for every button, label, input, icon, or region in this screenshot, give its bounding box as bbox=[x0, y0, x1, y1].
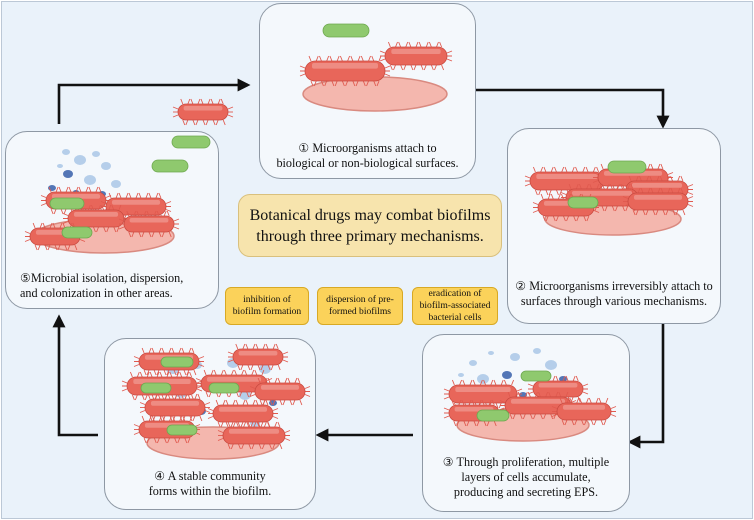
eps-particle bbox=[545, 360, 557, 370]
red-bacterium bbox=[551, 397, 617, 426]
stage-4-caption: ④ A stable community forms within the bi… bbox=[148, 469, 272, 498]
eps-particle bbox=[559, 376, 567, 382]
green-bacterium bbox=[322, 23, 370, 38]
green-bacterium bbox=[607, 160, 647, 174]
eps-particle bbox=[488, 351, 494, 355]
eps-particle bbox=[239, 390, 251, 400]
eps-particle bbox=[92, 151, 100, 157]
arrow-4-to-5 bbox=[52, 314, 98, 437]
stage-4-illustration bbox=[121, 343, 311, 460]
mechanism-eradication: eradication of biofilm-associated bacter… bbox=[412, 287, 498, 325]
stage-1-panel: ① Microorganisms attach to biological or… bbox=[259, 3, 476, 179]
stage-3-illustration bbox=[443, 348, 617, 442]
eps-particle bbox=[111, 180, 121, 188]
red-bacterium bbox=[249, 377, 311, 406]
stage-2-panel: ② Microorganisms irreversibly attach to … bbox=[507, 128, 721, 324]
eps-particle bbox=[63, 170, 73, 178]
stage-5-caption: ⑤Microbial isolation, dispersion, and co… bbox=[20, 271, 184, 300]
eps-particle bbox=[519, 392, 527, 398]
stage-3-caption: ③ Through proliferation, multiple layers… bbox=[442, 455, 610, 499]
eps-particles bbox=[458, 348, 567, 398]
bacteria bbox=[121, 343, 311, 450]
green-bacterium bbox=[160, 356, 194, 368]
red-bacterium bbox=[299, 55, 391, 87]
stage-3-panel: ③ Through proliferation, multiple layers… bbox=[422, 334, 630, 512]
red-bacterium bbox=[217, 421, 291, 450]
bacteria bbox=[524, 160, 694, 222]
summary-title: Botanical drugs may combat biofilms thro… bbox=[238, 194, 502, 257]
eps-particle bbox=[477, 374, 489, 384]
arrow-1-to-2 bbox=[476, 88, 670, 129]
red-bacterium bbox=[227, 343, 289, 371]
bacteria bbox=[299, 23, 453, 87]
stage-1-caption: ① Microorganisms attach to biological or… bbox=[276, 141, 459, 170]
green-bacterium bbox=[61, 226, 93, 239]
red-bacterium bbox=[622, 187, 694, 216]
stage-1-illustration bbox=[299, 23, 453, 112]
eps-particle bbox=[84, 175, 96, 185]
eps-particle bbox=[101, 162, 111, 170]
mechanism-dispersion: dispersion of pre- formed biofilms bbox=[317, 287, 403, 325]
eps-particle bbox=[510, 353, 520, 361]
stage-2-caption: ② Microorganisms irreversibly attach to … bbox=[515, 279, 713, 308]
green-bacterium bbox=[49, 197, 85, 210]
bacteria bbox=[443, 370, 617, 427]
red-bacterium bbox=[379, 41, 453, 71]
red-bacterium bbox=[172, 98, 234, 126]
red-bacterium bbox=[118, 210, 180, 238]
green-bacterium bbox=[166, 424, 198, 436]
green-bacterium bbox=[208, 382, 240, 394]
stage-5-panel: ⑤Microbial isolation, dispersion, and co… bbox=[5, 131, 219, 309]
green-bacterium bbox=[140, 382, 172, 394]
stage-5-illustration bbox=[24, 149, 180, 254]
mechanism-inhibition: inhibition of biofilm formation bbox=[225, 287, 309, 325]
green-bacterium bbox=[171, 135, 211, 149]
green-bacterium bbox=[520, 370, 552, 382]
red-bacterium bbox=[207, 399, 279, 428]
red-bacterium bbox=[499, 391, 577, 420]
green-bacterium bbox=[476, 409, 510, 422]
eps-particle bbox=[458, 373, 464, 377]
eps-particle bbox=[62, 149, 70, 155]
stage-2-illustration bbox=[524, 160, 694, 236]
red-bacterium bbox=[443, 379, 523, 409]
bacteria bbox=[24, 186, 180, 251]
stage-4-panel: ④ A stable community forms within the bi… bbox=[104, 338, 316, 510]
green-bacterium bbox=[151, 159, 189, 173]
eps-particle bbox=[74, 155, 86, 165]
arrow-2-to-3 bbox=[627, 324, 665, 449]
red-bacterium bbox=[100, 192, 172, 221]
eps-particle bbox=[469, 360, 477, 366]
green-bacterium bbox=[567, 196, 599, 209]
arrow-5-to-1 bbox=[57, 78, 251, 124]
eps-particle bbox=[533, 348, 541, 354]
eps-particle bbox=[57, 164, 63, 168]
eps-particle bbox=[502, 371, 512, 379]
